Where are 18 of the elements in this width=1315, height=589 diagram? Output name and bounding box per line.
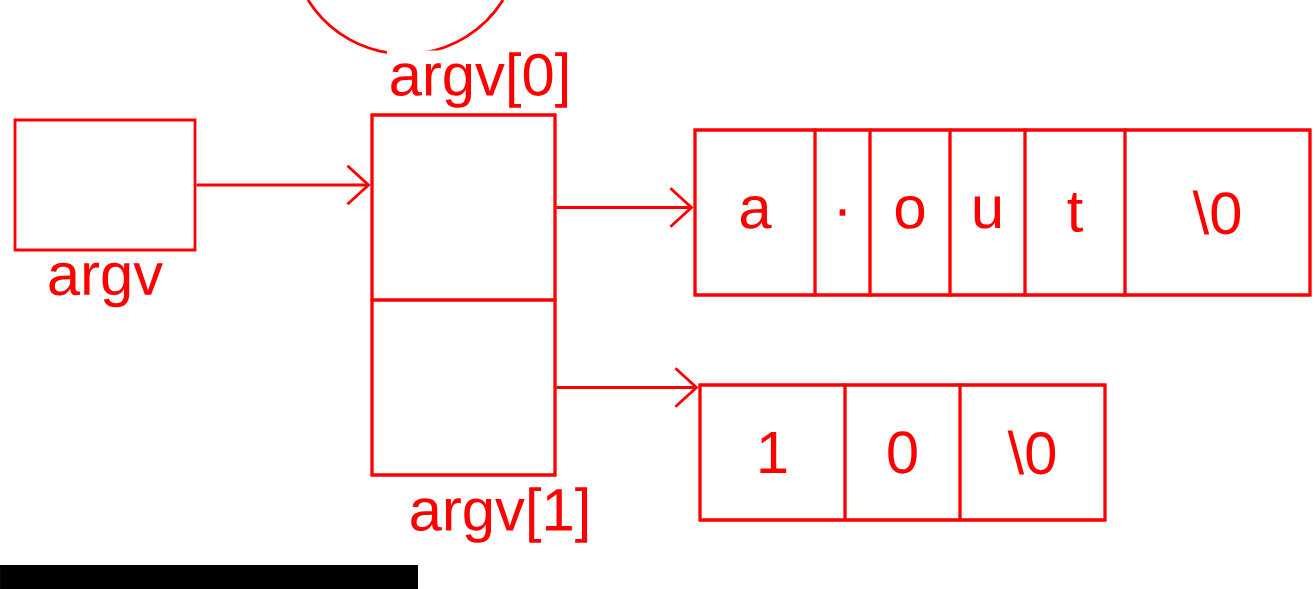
character-cell: o	[868, 128, 952, 297]
character-cell: u	[948, 128, 1027, 297]
array-cell	[370, 298, 557, 477]
variable-label: argv[0]	[386, 50, 574, 110]
character-cell: .	[813, 128, 872, 297]
character-cell: \0	[1123, 128, 1312, 297]
memory-box	[13, 118, 197, 252]
variable-label: argv	[45, 260, 165, 309]
character-cell: \0	[958, 383, 1107, 522]
arrow	[556, 187, 694, 228]
character-cell: t	[1023, 128, 1127, 297]
array-cell	[370, 113, 557, 302]
character-cell: 1	[698, 383, 847, 522]
arrow	[196, 164, 371, 206]
variable-label: argv[1]	[406, 485, 594, 545]
character-cell: 0	[843, 383, 962, 522]
character-cell: a	[693, 128, 817, 297]
arrow	[556, 367, 699, 408]
